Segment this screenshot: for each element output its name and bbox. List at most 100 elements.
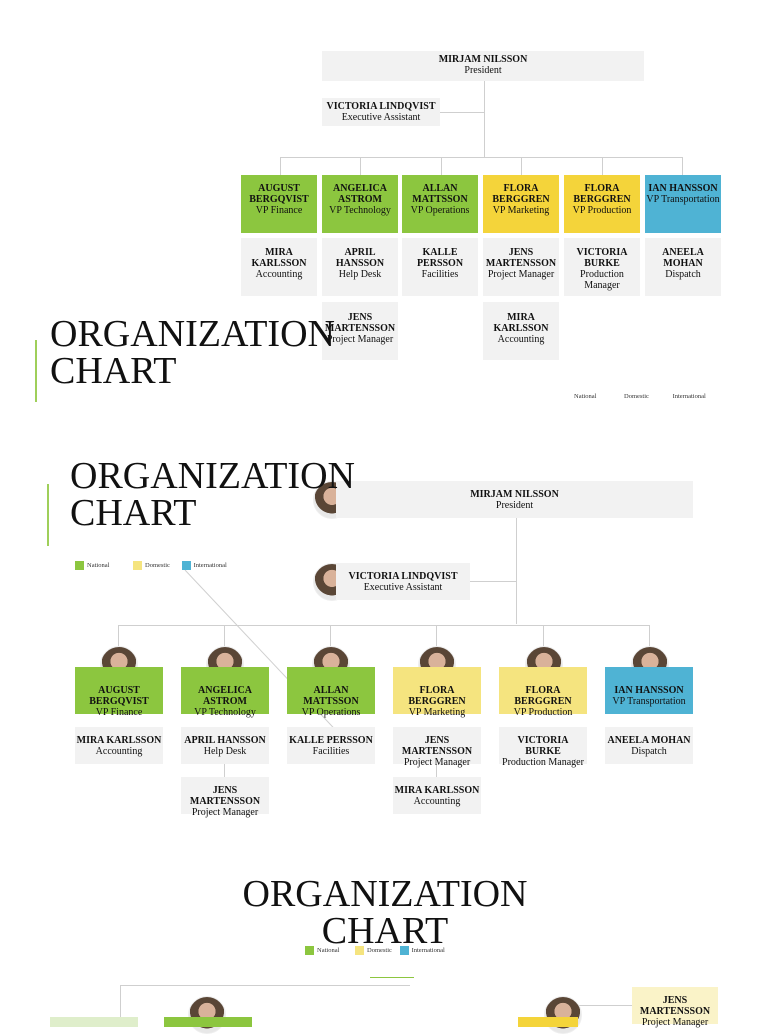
staff-box: VICTORIA BURKE Production Manager bbox=[499, 727, 587, 768]
staff-box: JENS MARTENSSON Project Manager bbox=[181, 777, 269, 818]
staff-role: Project Manager bbox=[403, 757, 471, 768]
chart-title: ORGANIZATION CHART bbox=[50, 313, 335, 392]
legend-national: National bbox=[87, 561, 110, 569]
vp-box: IAN HANSSON VP Transportation bbox=[605, 667, 693, 714]
staff-name: VICTORIA BURKE bbox=[576, 247, 628, 269]
staff-box: ANEELA MOHAN Dispatch bbox=[645, 238, 721, 296]
vp-role: VP Operations bbox=[301, 707, 361, 718]
assistant-role: Executive Assistant bbox=[363, 582, 443, 593]
staff-box: MIRA KARLSSON Accounting bbox=[483, 302, 559, 360]
legend-swatch-national bbox=[75, 561, 84, 570]
staff-box: APRIL HANSSON Help Desk bbox=[322, 238, 398, 296]
vp-box: AUGUST BERGQVIST VP Finance bbox=[75, 667, 163, 718]
president-role: President bbox=[464, 65, 502, 76]
vp-box: FLORA BERGGREN VP Production bbox=[499, 667, 587, 718]
vp-name: IAN HANSSON bbox=[648, 183, 718, 194]
vp-box: ALLAN MATTSSON VP Operations bbox=[287, 667, 375, 718]
vp-name: ANGELICA ASTROM bbox=[198, 685, 252, 707]
staff-name: JENS MARTENSSON bbox=[324, 312, 396, 334]
staff-role: Accounting bbox=[497, 334, 545, 345]
vp-box: FLORA BERGGREN VP Production bbox=[564, 175, 640, 233]
staff-name: JENS MARTENSSON bbox=[639, 995, 711, 1017]
president-role: President bbox=[495, 500, 534, 511]
staff-name: MIRA KARLSSON bbox=[251, 247, 307, 269]
vp-box: IAN HANSSON VP Transportation bbox=[645, 175, 721, 233]
staff-role: Project Manager bbox=[487, 269, 555, 280]
president-box: MIRJAM NILSSON President bbox=[336, 481, 693, 518]
legend-domestic: Domestic bbox=[367, 946, 392, 954]
staff-name: ANEELA MOHAN bbox=[662, 247, 704, 269]
staff-box: KALLE PERSSON Facilities bbox=[287, 727, 375, 764]
vp-name: FLORA BERGGREN bbox=[514, 685, 572, 707]
assistant-name: VICTORIA LINDQVIST bbox=[348, 571, 458, 582]
staff-role: Project Manager bbox=[191, 807, 259, 818]
staff-role: Production Manager bbox=[502, 757, 584, 768]
staff-name: JENS MARTENSSON bbox=[485, 247, 557, 269]
staff-role: Facilities bbox=[312, 746, 350, 757]
staff-name: ANEELA MOHAN bbox=[607, 735, 691, 746]
avatar bbox=[544, 996, 582, 1034]
vp-role: VP Transportation bbox=[612, 696, 686, 707]
staff-box: ANEELA MOHAN Dispatch bbox=[605, 727, 693, 764]
assistant-box: VICTORIA LINDQVIST Executive Assistant bbox=[336, 563, 470, 600]
staff-box: JENS MARTENSSON Project Manager bbox=[483, 238, 559, 296]
staff-box: JENS MARTENSSON Project Manager bbox=[632, 987, 718, 1028]
vp-role: VP Production bbox=[513, 707, 573, 718]
legend-national: National bbox=[574, 393, 597, 400]
vp-role: VP Operations bbox=[410, 205, 470, 216]
vp-role: VP Technology bbox=[329, 205, 391, 216]
staff-box: KALLE PERSSON Facilities bbox=[402, 238, 478, 296]
legend-national: National bbox=[317, 946, 340, 954]
staff-role: Dispatch bbox=[631, 746, 667, 757]
staff-role: Accounting bbox=[413, 796, 461, 807]
partial-box bbox=[518, 1017, 578, 1027]
staff-name: MIRA KARLSSON bbox=[394, 785, 480, 796]
legend-international: International bbox=[193, 561, 227, 569]
legend-domestic: Domestic bbox=[624, 393, 649, 400]
staff-role: Project Manager bbox=[326, 334, 394, 345]
vp-name: FLORA BERGGREN bbox=[573, 183, 631, 205]
staff-box: JENS MARTENSSON Project Manager bbox=[322, 302, 398, 360]
partial-box bbox=[50, 1017, 138, 1027]
chart-title: ORGANIZATION CHART bbox=[242, 873, 528, 952]
vp-box: ALLAN MATTSSON VP Operations bbox=[402, 175, 478, 233]
staff-name: JENS MARTENSSON bbox=[189, 785, 261, 807]
chart-title: ORGANIZATION CHART bbox=[70, 455, 355, 534]
vp-box: ANGELICA ASTROM VP Technology bbox=[322, 175, 398, 233]
president-box: MIRJAM NILSSON President bbox=[322, 51, 644, 81]
legend-swatch-international bbox=[399, 946, 409, 955]
assistant-role: Executive Assistant bbox=[341, 112, 421, 123]
vp-box: FLORA BERGGREN VP Marketing bbox=[393, 667, 481, 718]
vp-name: AUGUST BERGQVIST bbox=[89, 685, 149, 707]
vp-role: VP Technology bbox=[194, 707, 256, 718]
title-accent-bar bbox=[35, 340, 37, 402]
vp-name: AUGUST BERGQVIST bbox=[249, 183, 309, 205]
vp-name: ANGELICA ASTROM bbox=[333, 183, 387, 205]
staff-name: JENS MARTENSSON bbox=[401, 735, 473, 757]
vp-role: VP Finance bbox=[255, 205, 303, 216]
vp-role: VP Marketing bbox=[492, 205, 550, 216]
staff-role: Help Desk bbox=[203, 746, 247, 757]
staff-box: MIRA KARLSSON Accounting bbox=[393, 777, 481, 814]
staff-box: MIRA KARLSSON Accounting bbox=[75, 727, 163, 764]
vp-role: VP Marketing bbox=[408, 707, 466, 718]
president-name: MIRJAM NILSSON bbox=[470, 489, 559, 500]
staff-role: Production Manager bbox=[580, 269, 624, 291]
title-underline bbox=[370, 977, 414, 978]
staff-name: KALLE PERSSON bbox=[289, 735, 373, 746]
title-accent-bar bbox=[47, 484, 49, 546]
staff-name: MIRA KARLSSON bbox=[493, 312, 549, 334]
vp-name: FLORA BERGGREN bbox=[492, 183, 550, 205]
vp-name: ALLAN MATTSSON bbox=[303, 685, 359, 707]
staff-box: VICTORIA BURKE Production Manager bbox=[564, 238, 640, 296]
staff-box: JENS MARTENSSON Project Manager bbox=[393, 727, 481, 768]
president-name: MIRJAM NILSSON bbox=[438, 54, 528, 65]
vp-name: ALLAN MATTSSON bbox=[412, 183, 468, 205]
legend: National Domestic International bbox=[75, 561, 227, 570]
avatar bbox=[188, 996, 226, 1034]
vp-role: VP Finance bbox=[95, 707, 143, 718]
legend-swatch-international bbox=[181, 561, 191, 570]
legend-swatch-domestic bbox=[133, 561, 143, 570]
assistant-name: VICTORIA LINDQVIST bbox=[326, 101, 436, 112]
vp-box: FLORA BERGGREN VP Marketing bbox=[483, 175, 559, 233]
